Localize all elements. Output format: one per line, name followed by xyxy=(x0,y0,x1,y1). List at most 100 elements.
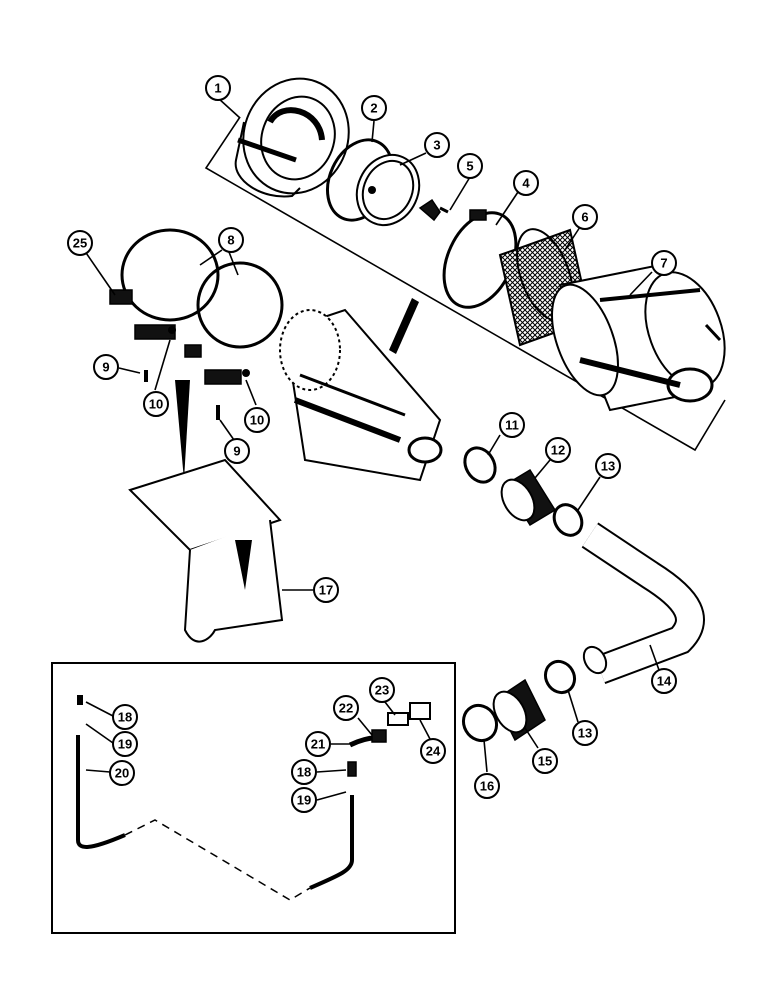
callout-10: 10 xyxy=(143,391,169,417)
callout-17: 17 xyxy=(313,577,339,603)
callout-circle xyxy=(67,230,93,256)
callout-label: 11 xyxy=(505,418,519,433)
callout-25: 25 xyxy=(67,230,93,256)
callout-circle xyxy=(333,695,359,721)
callout-circle xyxy=(205,75,231,101)
callout-18: 18 xyxy=(112,704,138,730)
callout-label: 19 xyxy=(118,737,132,752)
canister-body xyxy=(551,263,726,412)
callout-circle xyxy=(93,354,119,380)
mounting-bands xyxy=(109,228,284,385)
callout-19: 19 xyxy=(291,787,317,813)
callout-8: 8 xyxy=(218,227,244,253)
callout-circle xyxy=(572,720,598,746)
callout-11: 11 xyxy=(499,412,525,438)
wing-nut xyxy=(418,198,449,222)
callout-circle xyxy=(420,738,446,764)
callout-label: 5 xyxy=(466,159,473,174)
callout-label: 10 xyxy=(250,413,264,428)
callout-circle xyxy=(109,760,135,786)
callout-circle xyxy=(291,759,317,785)
callout-10: 10 xyxy=(244,407,270,433)
callout-23: 23 xyxy=(369,677,395,703)
callout-label: 24 xyxy=(426,744,441,759)
cover-cap xyxy=(234,77,350,198)
callout-circle xyxy=(595,453,621,479)
callout-label: 25 xyxy=(73,236,87,251)
callout-2: 2 xyxy=(361,95,387,121)
callout-19: 19 xyxy=(112,731,138,757)
callout-label: 13 xyxy=(578,726,592,741)
callout-label: 21 xyxy=(311,737,325,752)
callout-circle xyxy=(224,438,250,464)
callout-label: 19 xyxy=(297,793,311,808)
callout-circle xyxy=(474,773,500,799)
callout-12: 12 xyxy=(545,437,571,463)
callout-label: 10 xyxy=(149,397,163,412)
callout-15: 15 xyxy=(532,748,558,774)
aspirator-kit-inset xyxy=(51,662,456,934)
callout-circle xyxy=(112,731,138,757)
callout-label: 23 xyxy=(375,683,389,698)
callout-9: 9 xyxy=(93,354,119,380)
callout-24: 24 xyxy=(420,738,446,764)
callout-label: 22 xyxy=(339,701,353,716)
callout-20: 20 xyxy=(109,760,135,786)
callout-circle xyxy=(291,787,317,813)
callout-18: 18 xyxy=(291,759,317,785)
callout-circle xyxy=(572,204,598,230)
callout-circle xyxy=(532,748,558,774)
callout-label: 8 xyxy=(227,233,234,248)
callout-4: 4 xyxy=(513,170,539,196)
callout-circle xyxy=(305,731,331,757)
callout-7: 7 xyxy=(651,250,677,276)
callout-circle xyxy=(112,704,138,730)
callout-label: 18 xyxy=(118,710,132,725)
callout-5: 5 xyxy=(457,153,483,179)
callout-14: 14 xyxy=(651,668,677,694)
callout-circle xyxy=(545,437,571,463)
leader-lines xyxy=(81,97,660,801)
callout-9: 9 xyxy=(224,438,250,464)
callout-circle xyxy=(313,577,339,603)
callout-label: 17 xyxy=(319,583,333,598)
callout-circle xyxy=(457,153,483,179)
callout-label: 15 xyxy=(538,754,552,769)
callout-label: 9 xyxy=(102,360,109,375)
callout-16: 16 xyxy=(474,773,500,799)
callout-13: 13 xyxy=(595,453,621,479)
callout-circle xyxy=(143,391,169,417)
rubber-elbows xyxy=(492,468,557,742)
callout-circle xyxy=(369,677,395,703)
callout-circle xyxy=(499,412,525,438)
callout-label: 13 xyxy=(601,459,615,474)
callout-circle xyxy=(244,407,270,433)
bolts-and-nuts xyxy=(144,326,250,480)
callout-label: 4 xyxy=(522,176,530,191)
callout-label: 9 xyxy=(233,444,240,459)
callout-label: 20 xyxy=(115,766,129,781)
callout-label: 2 xyxy=(370,101,377,116)
baffle-plate xyxy=(355,153,421,227)
callout-label: 18 xyxy=(297,765,311,780)
callout-13: 13 xyxy=(572,720,598,746)
callout-label: 1 xyxy=(214,81,221,96)
exploded-group-bracket xyxy=(204,116,726,452)
callout-circle xyxy=(651,250,677,276)
callout-label: 7 xyxy=(660,256,667,271)
callout-circle xyxy=(424,132,450,158)
callout-circle xyxy=(218,227,244,253)
callout-label: 6 xyxy=(581,210,588,225)
callout-circle xyxy=(361,95,387,121)
callout-label: 16 xyxy=(480,779,494,794)
assembled-air-cleaner xyxy=(279,308,443,482)
callout-circle xyxy=(513,170,539,196)
intake-pipe xyxy=(581,522,705,685)
callout-3: 3 xyxy=(424,132,450,158)
callout-6: 6 xyxy=(572,204,598,230)
group-pointer-arrow xyxy=(389,298,419,354)
callout-circle xyxy=(651,668,677,694)
callout-22: 22 xyxy=(333,695,359,721)
